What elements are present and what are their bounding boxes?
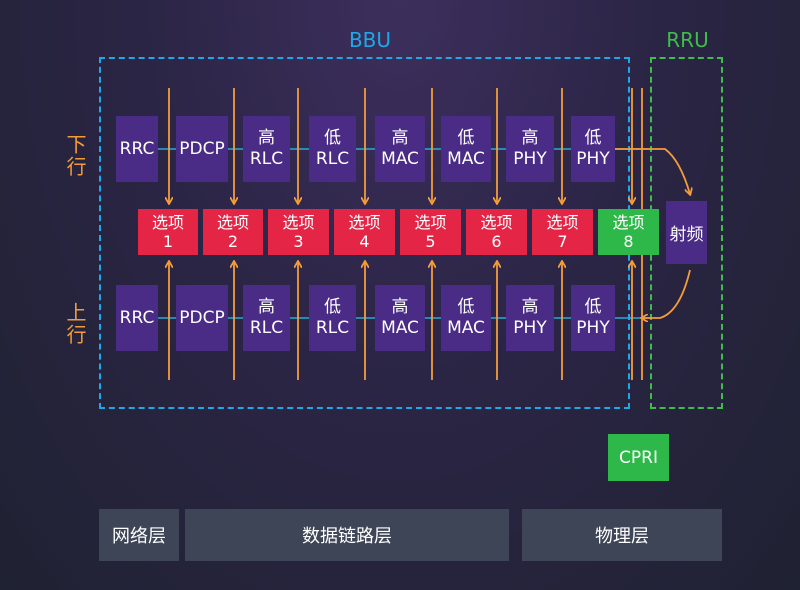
bottom-network-layer: 网络层 xyxy=(99,509,179,561)
cpri-box: CPRI xyxy=(608,434,669,481)
downlink-layer-high-mac: 高 MAC xyxy=(375,116,425,182)
uplink-layer-high-rlc: 高 RLC xyxy=(243,285,290,351)
downlink-layer-pdcp: PDCP xyxy=(176,116,228,182)
uplink-layer-high-mac: 高 MAC xyxy=(375,285,425,351)
downlink-rf-arrow xyxy=(615,148,690,194)
downlink-layer-low-phy: 低 PHY xyxy=(571,116,615,182)
uplink-layer-low-phy: 低 PHY xyxy=(571,285,615,351)
uplink-layer-low-mac: 低 MAC xyxy=(441,285,491,351)
rru-label: RRU xyxy=(666,28,709,52)
downlink-layer-high-rlc: 高 RLC xyxy=(243,116,290,182)
rf-box: 射频 xyxy=(666,201,707,264)
bottom-physical-layer: 物理层 xyxy=(522,509,722,561)
downlink-label: 下行 xyxy=(63,134,87,178)
bottom-datalink-layer: 数据链路层 xyxy=(185,509,509,561)
uplink-rf-arrow xyxy=(642,269,691,318)
uplink-layer-pdcp: PDCP xyxy=(176,285,228,351)
uplink-layer-high-phy: 高 PHY xyxy=(506,285,554,351)
downlink-layer-rrc: RRC xyxy=(116,116,158,182)
uplink-layer-low-rlc: 低 RLC xyxy=(309,285,356,351)
uplink-layer-rrc: RRC xyxy=(116,285,158,351)
downlink-layer-low-mac: 低 MAC xyxy=(441,116,491,182)
uplink-label: 上行 xyxy=(63,302,87,346)
bbu-label: BBU xyxy=(348,28,392,52)
downlink-layer-low-rlc: 低 RLC xyxy=(309,116,356,182)
downlink-layer-high-phy: 高 PHY xyxy=(506,116,554,182)
